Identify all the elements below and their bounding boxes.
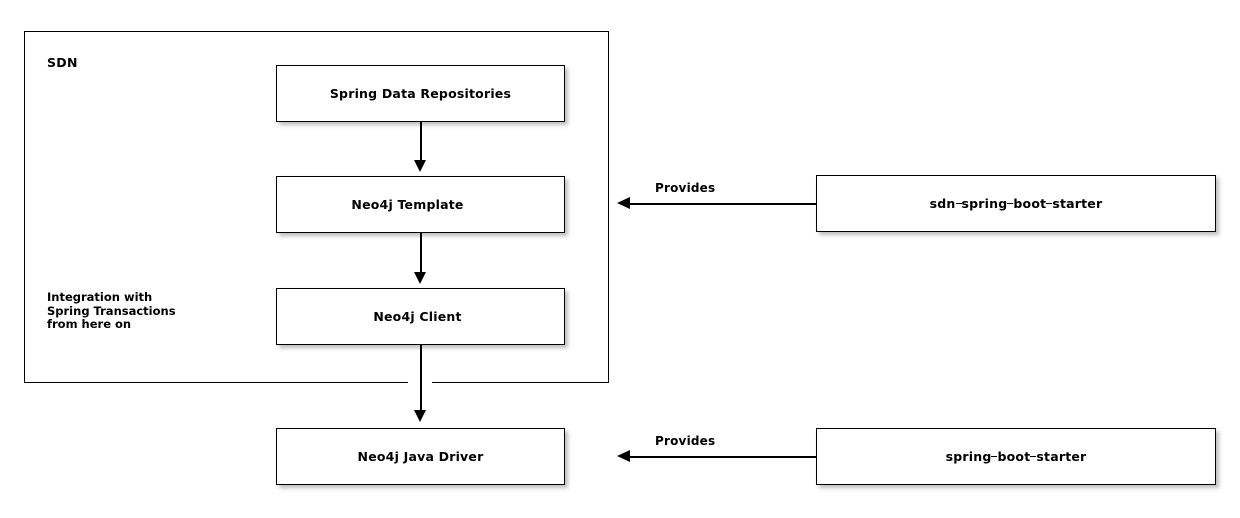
hyphen-glyph (991, 456, 998, 457)
starter-word-4: starter (1052, 196, 1103, 211)
hyphen-glyph (955, 203, 962, 204)
node-label: Neo4j Client (373, 309, 462, 324)
node-label: spring boot starter (946, 449, 1087, 464)
connector-provides-bottom (630, 456, 816, 458)
hyphen-glyph (1007, 203, 1014, 204)
transactions-annotation: Integration with Spring Transactions fro… (47, 290, 176, 332)
hyphen-glyph (1046, 203, 1053, 204)
node-label: Spring Data Repositories (329, 86, 512, 101)
starter-word-3: boot (1013, 196, 1047, 211)
arrowhead-template-to-client (414, 272, 426, 284)
node-neo4j-client[interactable]: Neo4j Client (276, 288, 565, 345)
node-label: Neo4j Java Driver (357, 449, 484, 464)
annotation-line-1: Integration with (47, 290, 153, 304)
annotation-line-3: from here on (47, 317, 132, 331)
starter-word-2: spring (961, 196, 1008, 211)
starter-word-3: starter (1036, 449, 1087, 464)
annotation-line-2: Spring Transactions (47, 303, 176, 318)
node-neo4j-template[interactable]: Neo4j Template (276, 176, 565, 233)
arrowhead-provides-bottom (617, 450, 630, 462)
connector-client-to-driver (420, 345, 422, 414)
node-label: Neo4j Template (351, 197, 464, 212)
node-spring-boot-starter[interactable]: spring boot starter (816, 428, 1216, 485)
connector-provides-top (630, 203, 816, 205)
edge-label-provides-bottom: Provides (655, 434, 716, 448)
arrowhead-repositories-to-template (414, 160, 426, 172)
hyphen-glyph (1030, 456, 1037, 457)
arrowhead-provides-top (617, 197, 630, 209)
starter-word-1: sdn (929, 196, 956, 211)
node-sdn-spring-boot-starter[interactable]: sdn spring boot starter (816, 175, 1216, 232)
sdn-group-label: SDN (47, 55, 78, 70)
arrowhead-client-to-driver (414, 410, 426, 422)
connector-template-to-client (420, 233, 422, 274)
edge-label-provides-top: Provides (655, 181, 716, 195)
node-spring-data-repositories[interactable]: Spring Data Repositories (276, 65, 565, 122)
node-neo4j-java-driver[interactable]: Neo4j Java Driver (276, 428, 565, 485)
starter-word-1: spring (945, 449, 992, 464)
sdn-group-container (24, 31, 609, 383)
starter-word-2: boot (997, 449, 1031, 464)
connector-repositories-to-template (420, 122, 422, 162)
node-label: sdn spring boot starter (930, 196, 1103, 211)
